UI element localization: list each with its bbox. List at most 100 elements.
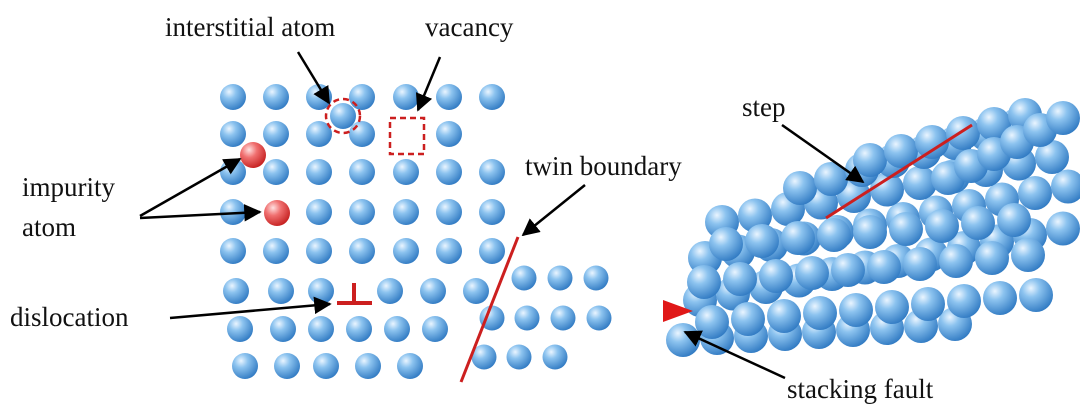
label-stacking-fault: stacking fault xyxy=(787,374,934,404)
lattice-atom xyxy=(384,316,410,342)
block-atom xyxy=(817,218,851,252)
block-atom xyxy=(783,171,817,205)
lattice-atom xyxy=(220,199,246,225)
block-atom xyxy=(831,253,865,287)
lattice-atom xyxy=(393,159,419,185)
label-twin-boundary: twin boundary xyxy=(525,151,682,181)
step-ridge-atom xyxy=(1046,101,1080,135)
block-atom xyxy=(983,281,1017,315)
block-atom xyxy=(853,215,887,249)
impurity-atom-2 xyxy=(264,200,290,226)
block-atom xyxy=(738,198,772,233)
block-atom xyxy=(911,287,945,321)
arrow-twin xyxy=(521,184,586,237)
arrow-impurity-2 xyxy=(139,204,262,222)
arrow-dislocation xyxy=(169,296,332,320)
block-atom xyxy=(925,209,959,243)
block-atom xyxy=(903,166,937,200)
twin-lattice-atom xyxy=(547,265,573,291)
block-atom xyxy=(915,125,949,159)
block-atom xyxy=(814,162,848,196)
lattice-atom xyxy=(436,238,462,264)
lattice-atom xyxy=(436,121,462,147)
label-impurity-line2: atom xyxy=(22,212,76,242)
dislocation-symbol xyxy=(337,283,372,305)
block-atom xyxy=(875,290,909,324)
lattice-atom xyxy=(420,278,446,304)
block-atom xyxy=(767,299,801,333)
lattice-atom xyxy=(306,121,332,147)
lattice-atom xyxy=(263,84,289,110)
twin-boundary-line xyxy=(459,236,520,383)
block-atom xyxy=(1051,169,1080,204)
interstitial-ring xyxy=(324,97,362,135)
lattice-atom xyxy=(274,353,300,379)
twin-lattice-atom xyxy=(586,305,612,331)
lattice-atom xyxy=(306,199,332,225)
block-atom xyxy=(946,116,980,150)
lattice-atom xyxy=(270,316,296,342)
arrow-impurity-1 xyxy=(139,157,242,218)
block-atom xyxy=(997,203,1031,237)
lattice-atom xyxy=(308,316,334,342)
block-atom xyxy=(695,305,729,339)
arrow-vacancy xyxy=(415,56,442,112)
lattice-atom xyxy=(313,353,339,379)
lattice-atom xyxy=(377,278,403,304)
block-atom xyxy=(803,296,837,330)
label-dislocation: dislocation xyxy=(10,302,129,332)
lattice-atom xyxy=(479,84,505,110)
lattice-atom xyxy=(263,121,289,147)
block-atom xyxy=(781,221,815,255)
stacking-fault-marker xyxy=(663,300,693,322)
lattice-atom xyxy=(306,238,332,264)
lattice-atom xyxy=(268,278,294,304)
lattice-atom xyxy=(349,238,375,264)
twin-lattice-atom xyxy=(511,265,537,291)
twin-lattice-atom xyxy=(514,305,540,331)
lattice-atom xyxy=(349,121,375,147)
label-interstitial-atom: interstitial atom xyxy=(165,12,335,42)
lattice-atom xyxy=(397,353,423,379)
block-atom xyxy=(759,259,793,293)
block-atom xyxy=(1035,140,1069,174)
twin-lattice-atom xyxy=(479,305,505,331)
block-atom xyxy=(1046,211,1080,246)
lattice-atom xyxy=(355,353,381,379)
lattice-atom xyxy=(349,199,375,225)
block-atom xyxy=(939,244,973,278)
block-atom xyxy=(666,323,700,357)
lattice-atom xyxy=(422,316,448,342)
lattice-atom xyxy=(308,278,334,304)
lattice-left xyxy=(220,84,505,379)
lattice-atom xyxy=(263,238,289,264)
lattice-atom xyxy=(393,238,419,264)
block-atom xyxy=(903,247,937,281)
block-atom xyxy=(853,143,887,177)
lattice-atom xyxy=(346,316,372,342)
impurity-atom-1 xyxy=(240,142,266,168)
lattice-atom xyxy=(220,121,246,147)
label-vacancy: vacancy xyxy=(425,12,514,42)
block-atom xyxy=(731,302,765,336)
twin-lattice-atom xyxy=(506,344,532,370)
block-atom xyxy=(889,212,923,246)
lattice-atom xyxy=(436,199,462,225)
label-impurity-line1: impurity xyxy=(22,172,115,202)
block-atom xyxy=(870,172,904,207)
lattice-atom xyxy=(349,159,375,185)
lattice-atom xyxy=(393,84,419,110)
twin-lattice-atom xyxy=(583,265,609,291)
block-atom xyxy=(1011,238,1045,272)
lattice-atom xyxy=(232,353,258,379)
twin-lattice-atom xyxy=(542,344,568,370)
lattice-atom xyxy=(349,84,375,110)
lattice-atom xyxy=(479,199,505,225)
arrow-interstitial xyxy=(296,51,331,105)
lattice-atom xyxy=(463,278,489,304)
block-atom xyxy=(795,256,829,290)
block-atom xyxy=(947,284,981,318)
block-atom xyxy=(975,241,1009,275)
block-atom xyxy=(867,250,901,284)
